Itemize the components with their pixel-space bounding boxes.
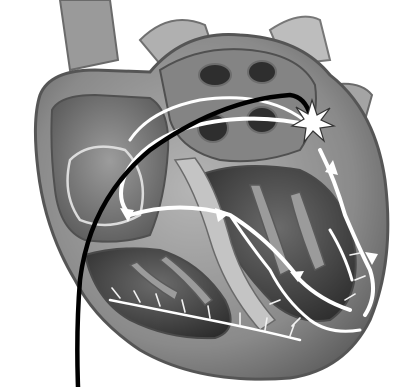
heart-cross-section-svg — [0, 0, 400, 387]
heart-illustration — [0, 0, 400, 387]
